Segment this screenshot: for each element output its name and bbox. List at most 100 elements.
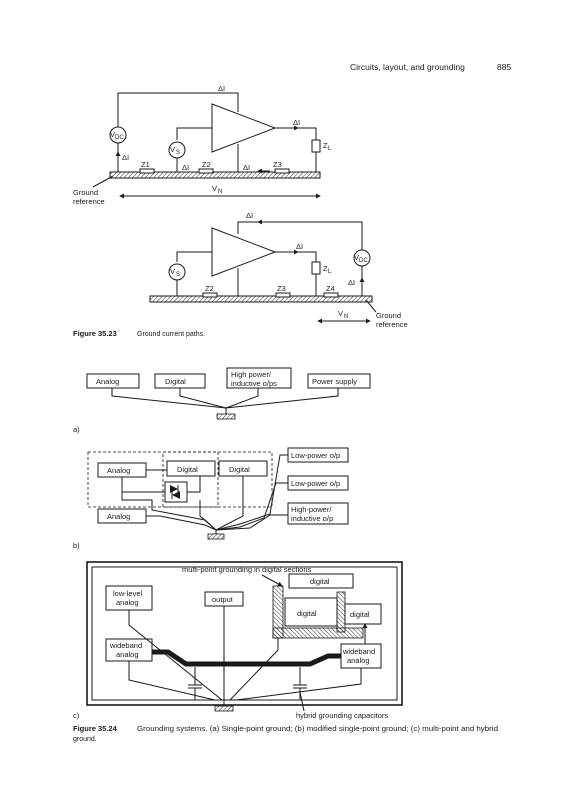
low-power-label-1: Low-power o/p: [291, 451, 340, 460]
running-title: Circuits, layout, and grounding: [350, 62, 465, 72]
vn-sub: N: [218, 189, 222, 195]
z3-resistor: [275, 292, 291, 298]
delta-i-gnd2: ΔI: [243, 163, 250, 172]
vn-sub: N: [344, 314, 348, 320]
wideband-right-label-1: wideband: [342, 647, 375, 656]
vn-label: V: [212, 184, 217, 193]
analog2-ground: [146, 515, 217, 531]
chassis-outer: [86, 561, 403, 706]
z2-label: Z2: [202, 160, 211, 169]
analog-label-1: Analog: [107, 466, 130, 475]
z1-resistor: [139, 168, 155, 174]
digital-ground-bus-right: [336, 591, 346, 633]
digital-mid-box: [284, 597, 338, 627]
wideband-ground-bus: [152, 649, 341, 667]
hybrid-note: hybrid grounding capacitors: [296, 711, 388, 720]
output-wire: [275, 127, 317, 140]
wideband-left-label-2: analog: [116, 650, 139, 659]
fig23-top-diagram: V DC V S Z L ΔI ΔI ΔI ΔI ΔI Z1 Z2 Z3 V N: [73, 84, 332, 206]
power-supply-label: Power supply: [312, 377, 357, 386]
digital-label-1: Digital: [177, 465, 198, 474]
ground-ref-1: Ground: [376, 311, 401, 320]
ground-plane: [109, 171, 321, 179]
caption-text-1: Grounding systems. (a) Single-point grou…: [137, 726, 498, 733]
amplifier: [211, 227, 277, 277]
z3-label: Z3: [273, 160, 282, 169]
z2-label: Z2: [205, 284, 214, 293]
high-power-label-1: High-power/: [291, 505, 332, 514]
diode-2: [172, 491, 180, 499]
vs-sub: S: [176, 150, 180, 156]
z3-resistor: [274, 168, 290, 174]
wideband-analog-right-box: [340, 643, 382, 669]
fig24b-diagram: Analog Digital Digital Analog Low-power …: [73, 447, 349, 550]
analog-ground: [111, 388, 227, 409]
ground-ref-pointer: [365, 299, 377, 313]
multipoint-note: multi-point grounding in digital section…: [182, 565, 311, 574]
high-power-label-2: inductive o/ps: [231, 379, 277, 388]
amplifier: [211, 103, 277, 153]
caption-text: Ground current paths.: [137, 331, 205, 338]
vs-label: V: [170, 145, 175, 154]
fig24b-label: b): [73, 541, 80, 550]
vs-sub: S: [176, 272, 180, 278]
analog-label-2: Analog: [107, 512, 130, 521]
z2-resistor: [202, 292, 218, 298]
ground-symbol: [216, 413, 236, 420]
output-wire: [275, 251, 317, 262]
ground-symbol: [207, 533, 225, 540]
supply-wire: [237, 221, 363, 250]
high-power-label-2: inductive o/p: [291, 514, 333, 523]
zl-sub: L: [328, 269, 332, 275]
zl-sub: L: [328, 146, 332, 152]
digital-diode-link: [187, 476, 201, 493]
delta-i-vdc: ΔI: [348, 278, 355, 287]
running-header: Circuits, layout, and grounding 885: [350, 62, 511, 72]
ground-ref-1: Ground: [73, 188, 98, 197]
vs-label: V: [170, 267, 175, 276]
wideband-left-ground: [128, 661, 216, 701]
dashed-enclosure-inner: [162, 451, 219, 508]
digital2-ground: [215, 476, 244, 531]
low-level-label-2: analog: [116, 598, 139, 607]
wideband-right-label-2: analog: [347, 656, 370, 665]
lowpower1-ground: [215, 454, 288, 531]
fig24a-diagram: Analog Digital High power/ inductive o/p…: [73, 367, 371, 434]
ground-symbol: [214, 705, 234, 712]
vdc-sub: DC: [359, 258, 368, 264]
delta-i-vdc: ΔI: [122, 153, 129, 162]
z4-resistor: [323, 292, 339, 298]
digital-ground: [179, 388, 227, 409]
hybrid-pointer: [299, 691, 305, 712]
fig23-caption: Figure 35.23 Ground current paths.: [73, 329, 205, 338]
ground-plane: [149, 295, 373, 303]
ground-ref-pointer: [92, 175, 114, 188]
caption-label: Figure 35.24: [73, 724, 118, 733]
output-label: output: [212, 595, 234, 604]
vdc-sub: DC: [115, 135, 124, 141]
ps-ground: [225, 388, 339, 409]
power-supply-box: [307, 373, 371, 389]
z2-resistor: [198, 168, 214, 174]
wideband-left-label-1: wideband: [109, 641, 142, 650]
fig24-caption: Figure 35.24 Grounding systems. (a) Sing…: [73, 724, 498, 743]
supply-wire: [117, 92, 239, 128]
multipoint-arrow: [261, 574, 283, 587]
caption-label: Figure 35.23: [73, 329, 117, 338]
delta-i-out: ΔI: [296, 242, 303, 251]
delta-i-top: ΔI: [218, 84, 225, 93]
hp-ground: [225, 388, 259, 409]
diode-1: [170, 485, 178, 493]
diode-box: [164, 481, 188, 503]
zl-label: Z: [323, 141, 328, 150]
delta-i-gnd1: ΔI: [182, 163, 189, 172]
vdc-label: V: [354, 253, 359, 262]
lowpower2-ground: [215, 482, 288, 531]
delta-i-top: ΔI: [246, 211, 253, 220]
vdc-label: V: [110, 130, 115, 139]
digital-right-label: digital: [350, 610, 370, 619]
ground-ref-2: reference: [376, 320, 408, 329]
fig24a-label: a): [73, 425, 80, 434]
highpower-ground: [215, 514, 288, 531]
vs-input-wire: [176, 127, 212, 140]
